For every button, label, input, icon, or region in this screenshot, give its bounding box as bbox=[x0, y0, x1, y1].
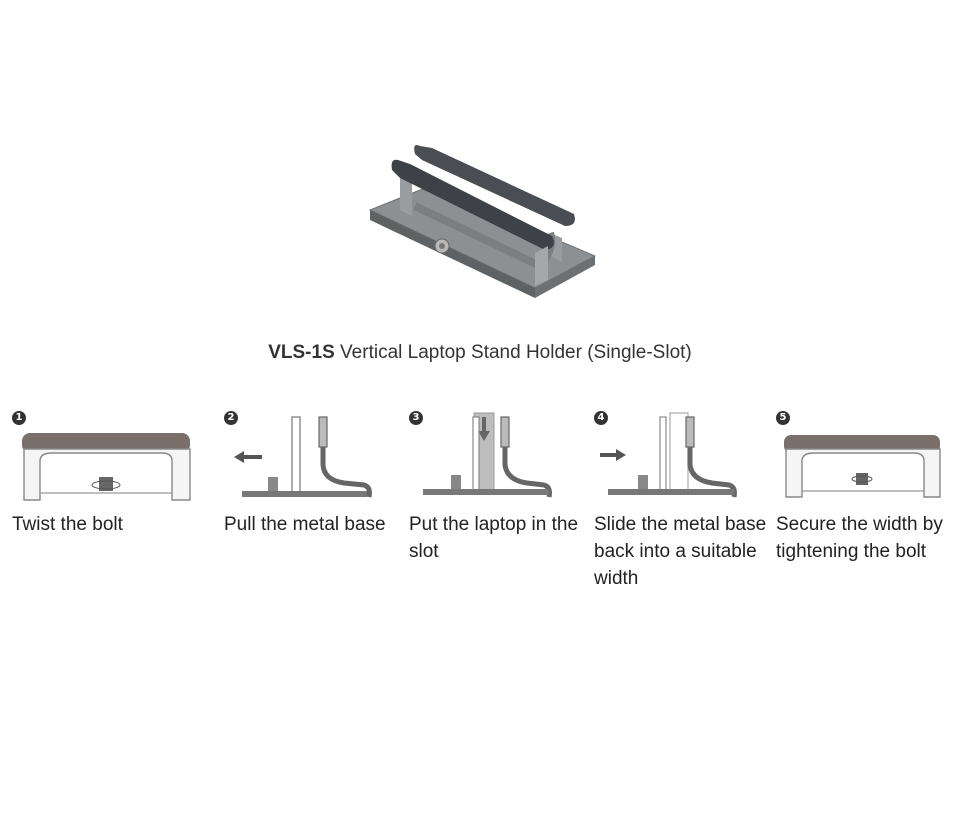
left-arrow-icon bbox=[234, 451, 244, 463]
step-number-5: 5 bbox=[776, 411, 790, 425]
step-text-2: Pull the metal base bbox=[224, 514, 386, 535]
pull-base-diagram bbox=[234, 416, 372, 498]
tighten-bolt-diagram bbox=[784, 435, 941, 498]
step-text-3: Put the laptop in the slot bbox=[409, 514, 579, 562]
step-number-1: 1 bbox=[12, 411, 26, 425]
step-number-2: 2 bbox=[224, 411, 238, 425]
right-arrow-icon bbox=[616, 449, 626, 461]
step-text-4: Slide the metal base back into a suitabl… bbox=[594, 514, 767, 589]
step-number-3: 3 bbox=[409, 411, 423, 425]
product-description: Vertical Laptop Stand Holder (Single-Slo… bbox=[340, 342, 692, 363]
step-text-1: Twist the bolt bbox=[12, 514, 123, 535]
slide-base-diagram bbox=[600, 412, 737, 498]
product-caption: VLS-1S Vertical Laptop Stand Holder (Sin… bbox=[0, 342, 960, 364]
model-name: VLS-1S bbox=[268, 342, 335, 363]
twist-bolt-diagram bbox=[22, 433, 191, 501]
step-number-4: 4 bbox=[594, 411, 608, 425]
stand-product-image bbox=[368, 145, 597, 298]
down-arrow-icon bbox=[478, 431, 490, 441]
insert-laptop-diagram bbox=[423, 412, 552, 498]
step-text-5: Secure the width by tightening the bolt bbox=[776, 514, 943, 562]
